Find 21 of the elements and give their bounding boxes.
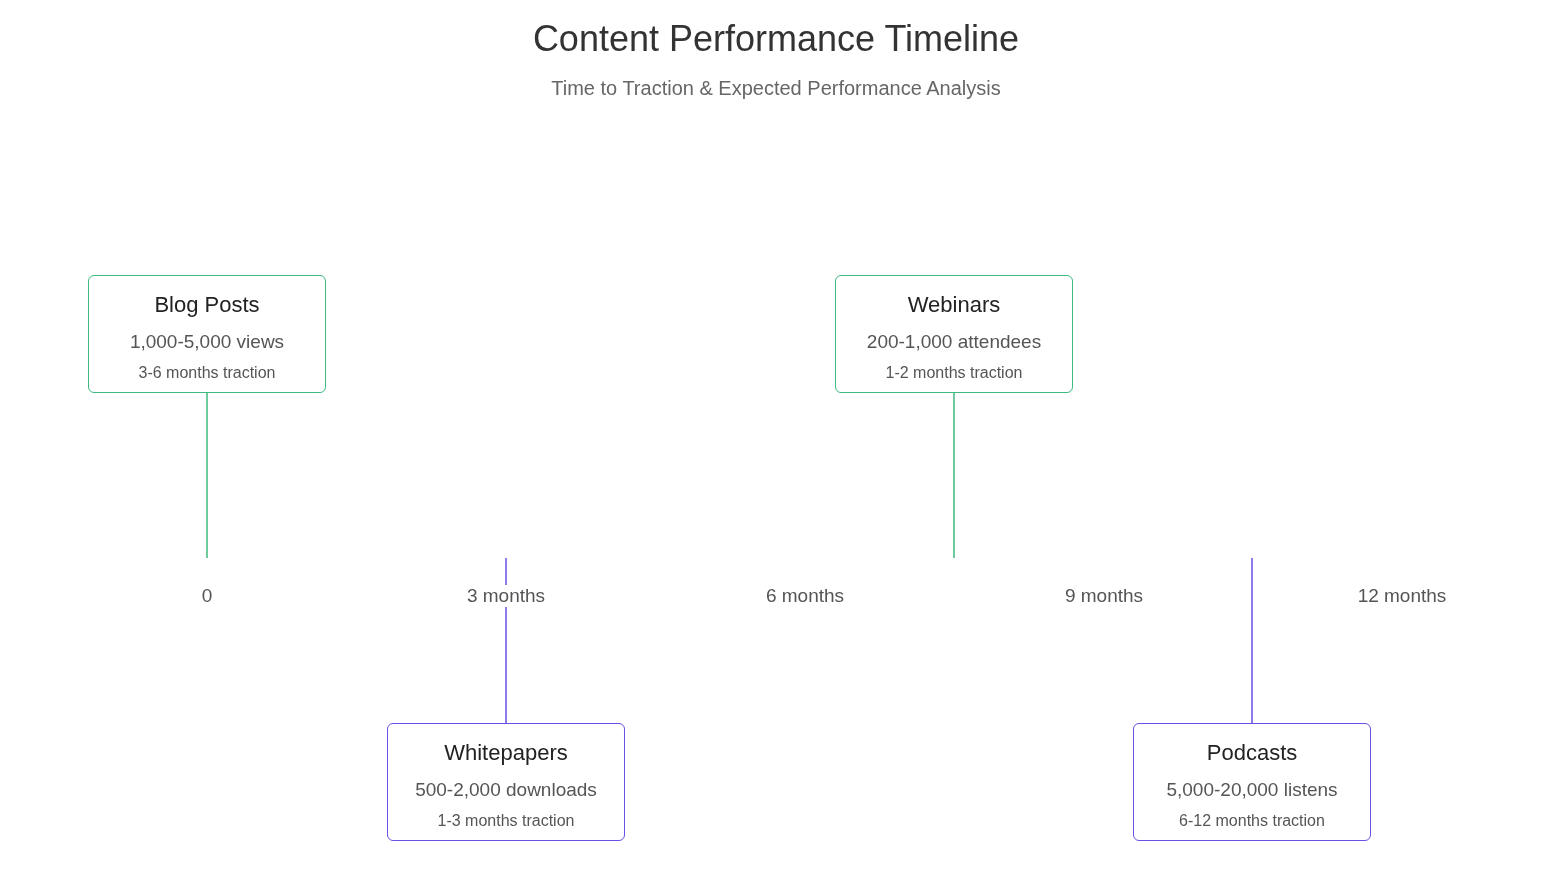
metric-text: 5,000-20,000 listens [1166,779,1338,801]
traction-text: 1-3 months traction [437,812,575,830]
metric-text: 200-1,000 attendees [866,331,1042,353]
card-title: Blog Posts [154,292,260,318]
metric-text: 1,000-5,000 views [129,331,285,353]
content-card [88,275,326,393]
content-card [387,723,625,841]
subtitle: Time to Traction & Expected Performance Analysis [550,77,1002,100]
traction-text: 3-6 months traction [138,364,276,382]
connector-line [206,392,208,559]
traction-text: 1-2 months traction [885,364,1023,382]
title: Content Performance Timeline [531,18,1021,60]
connector-line [953,392,955,559]
content-card [835,275,1073,393]
card-title: Whitepapers [444,740,568,766]
card-title: Podcasts [1206,740,1298,766]
content-card [1133,723,1371,841]
metric-text: 500-2,000 downloads [415,779,597,801]
connector-line [1251,557,1253,724]
card-title: Webinars [907,292,1001,318]
traction-text: 6-12 months traction [1179,812,1325,830]
